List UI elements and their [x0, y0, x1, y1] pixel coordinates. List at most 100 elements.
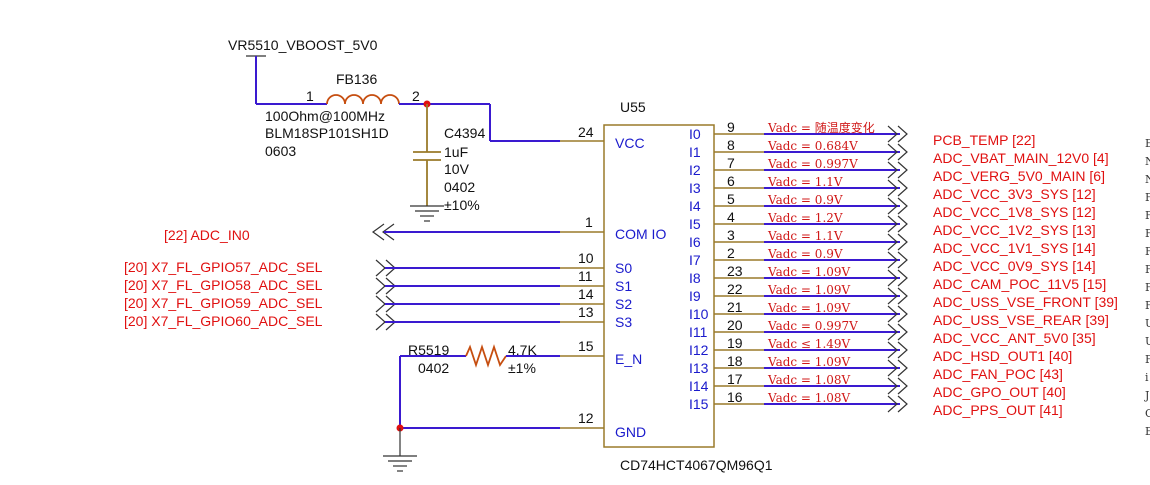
edge-fragment: E — [1145, 137, 1150, 150]
capacitor-tolerance: ±10% — [444, 197, 480, 213]
channel-offpage-connector — [887, 197, 908, 215]
channel-pin-number: 7 — [727, 155, 735, 171]
gnd-pin-number: 12 — [578, 410, 594, 426]
edge-fragment: U — [1145, 335, 1150, 348]
select-pin-number: 13 — [578, 304, 594, 320]
select-pin-number: 10 — [578, 250, 594, 266]
channel-vadc-note: Vadc ≤ 1.49V — [767, 337, 851, 351]
channel-input-label: I12 — [689, 342, 709, 358]
channel-row: I14 17 Vadc = 1.08V ADC_GPO_OUT [40] — [689, 371, 1066, 400]
com-offpage-connector — [371, 223, 395, 241]
com-net-label: [22] ADC_IN0 — [164, 227, 250, 243]
enable-pin-label: E_N — [615, 351, 642, 367]
channel-pin-number: 16 — [727, 389, 743, 405]
channel-vadc-note: Vadc = 1.09V — [767, 265, 851, 279]
enable-pin-number: 15 — [578, 338, 594, 354]
power-net-label: VR5510_VBOOST_5V0 — [228, 37, 378, 53]
ic-ref: U55 — [620, 99, 646, 115]
gnd-pin-label: GND — [615, 424, 646, 440]
channel-pin-number: 21 — [727, 299, 743, 315]
channel-net-label: ADC_VCC_1V1_SYS [14] — [933, 240, 1096, 256]
select-pin-label: S2 — [615, 296, 632, 312]
select-net-label: [20] X7_FL_GPIO60_ADC_SEL — [124, 313, 323, 329]
ground-symbol-cap — [410, 205, 444, 222]
channel-vadc-note: Vadc = 随温度变化 — [767, 120, 875, 135]
select-pin-number: 14 — [578, 286, 594, 302]
channel-pin-number: 9 — [727, 119, 735, 135]
channel-offpage-connector — [887, 251, 908, 269]
channel-net-label: ADC_VCC_1V2_SYS [13] — [933, 222, 1096, 238]
channel-net-label: ADC_VCC_3V3_SYS [12] — [933, 186, 1096, 202]
channel-input-label: I0 — [689, 126, 701, 142]
select-line: [20] X7_FL_GPIO58_ADC_SEL 11 S1 — [124, 268, 632, 295]
select-pin-label: S0 — [615, 260, 632, 276]
channel-vadc-note: Vadc = 0.997V — [767, 157, 858, 171]
channel-pin-number: 6 — [727, 173, 735, 189]
channel-net-label: ADC_VERG_5V0_MAIN [6] — [933, 168, 1105, 184]
ferrite-package: 0603 — [265, 143, 296, 159]
select-line: [20] X7_FL_GPIO57_ADC_SEL 10 S0 — [124, 250, 632, 277]
edge-fragment: F — [1145, 353, 1150, 366]
channel-offpage-connector — [887, 359, 908, 377]
channel-net-label: ADC_FAN_POC [43] — [933, 366, 1063, 382]
channel-input-label: I11 — [689, 324, 708, 340]
channel-pin-number: 23 — [727, 263, 743, 279]
channel-offpage-connector — [887, 161, 908, 179]
channel-pin-number: 19 — [727, 335, 743, 351]
channel-vadc-note: Vadc = 1.09V — [767, 283, 851, 297]
channel-net-label: ADC_VCC_0V9_SYS [14] — [933, 258, 1096, 274]
edge-fragment: F — [1145, 227, 1150, 240]
channel-input-label: I14 — [689, 378, 709, 394]
edge-fragment: i — [1145, 371, 1149, 384]
ferrite-pin2: 2 — [412, 88, 420, 104]
channel-pin-number: 17 — [727, 371, 743, 387]
channel-offpage-connector — [887, 323, 908, 341]
channel-input-label: I13 — [689, 360, 709, 376]
channel-vadc-note: Vadc = 1.2V — [767, 211, 843, 225]
channel-vadc-note: Vadc = 0.9V — [767, 247, 843, 261]
edge-fragment: U — [1145, 317, 1150, 330]
channel-input-label: I1 — [689, 144, 701, 160]
channel-input-label: I8 — [689, 270, 701, 286]
resistor-ref: R5519 — [408, 342, 449, 358]
channel-net-label: ADC_VCC_ANT_5V0 [35] — [933, 330, 1096, 346]
channel-net-label: ADC_PPS_OUT [41] — [933, 402, 1063, 418]
channel-offpage-connector — [887, 377, 908, 395]
channel-vadc-note: Vadc = 1.1V — [767, 229, 843, 243]
channel-vadc-note: Vadc = 1.08V — [767, 373, 851, 387]
channel-offpage-connector — [887, 179, 908, 197]
channel-offpage-connector — [887, 395, 908, 413]
channel-pin-number: 2 — [727, 245, 735, 261]
channel-vadc-note: Vadc = 1.09V — [767, 355, 851, 369]
vcc-pin-label: VCC — [615, 135, 645, 151]
channel-offpage-connector — [887, 305, 908, 323]
channel-net-label: ADC_USS_VSE_REAR [39] — [933, 312, 1109, 328]
ic-part-number: CD74HCT4067QM96Q1 — [620, 457, 773, 473]
channel-pin-number: 4 — [727, 209, 735, 225]
channel-input-label: I15 — [689, 396, 709, 412]
resistor-tolerance: ±1% — [508, 360, 536, 376]
capacitor-voltage: 10V — [444, 161, 470, 177]
ferrite-value: 100Ohm@100MHz — [265, 108, 385, 124]
channel-net-label: ADC_GPO_OUT [40] — [933, 384, 1066, 400]
select-pin-label: S3 — [615, 314, 632, 330]
channel-vadc-note: Vadc = 0.9V — [767, 193, 843, 207]
select-line: [20] X7_FL_GPIO59_ADC_SEL 14 S2 — [124, 286, 632, 313]
select-net-label: [20] X7_FL_GPIO57_ADC_SEL — [124, 259, 323, 275]
channel-net-label: ADC_HSD_OUT1 [40] — [933, 348, 1072, 364]
channel-input-label: I4 — [689, 198, 701, 214]
channel-net-label: ADC_USS_VSE_FRONT [39] — [933, 294, 1118, 310]
edge-fragment: F — [1145, 281, 1150, 294]
ground-symbol-ic — [383, 455, 417, 472]
channel-offpage-connector — [887, 269, 908, 287]
capacitor-ref: C4394 — [444, 125, 485, 141]
edge-fragment: C — [1145, 407, 1150, 420]
channel-input-label: I7 — [689, 252, 701, 268]
